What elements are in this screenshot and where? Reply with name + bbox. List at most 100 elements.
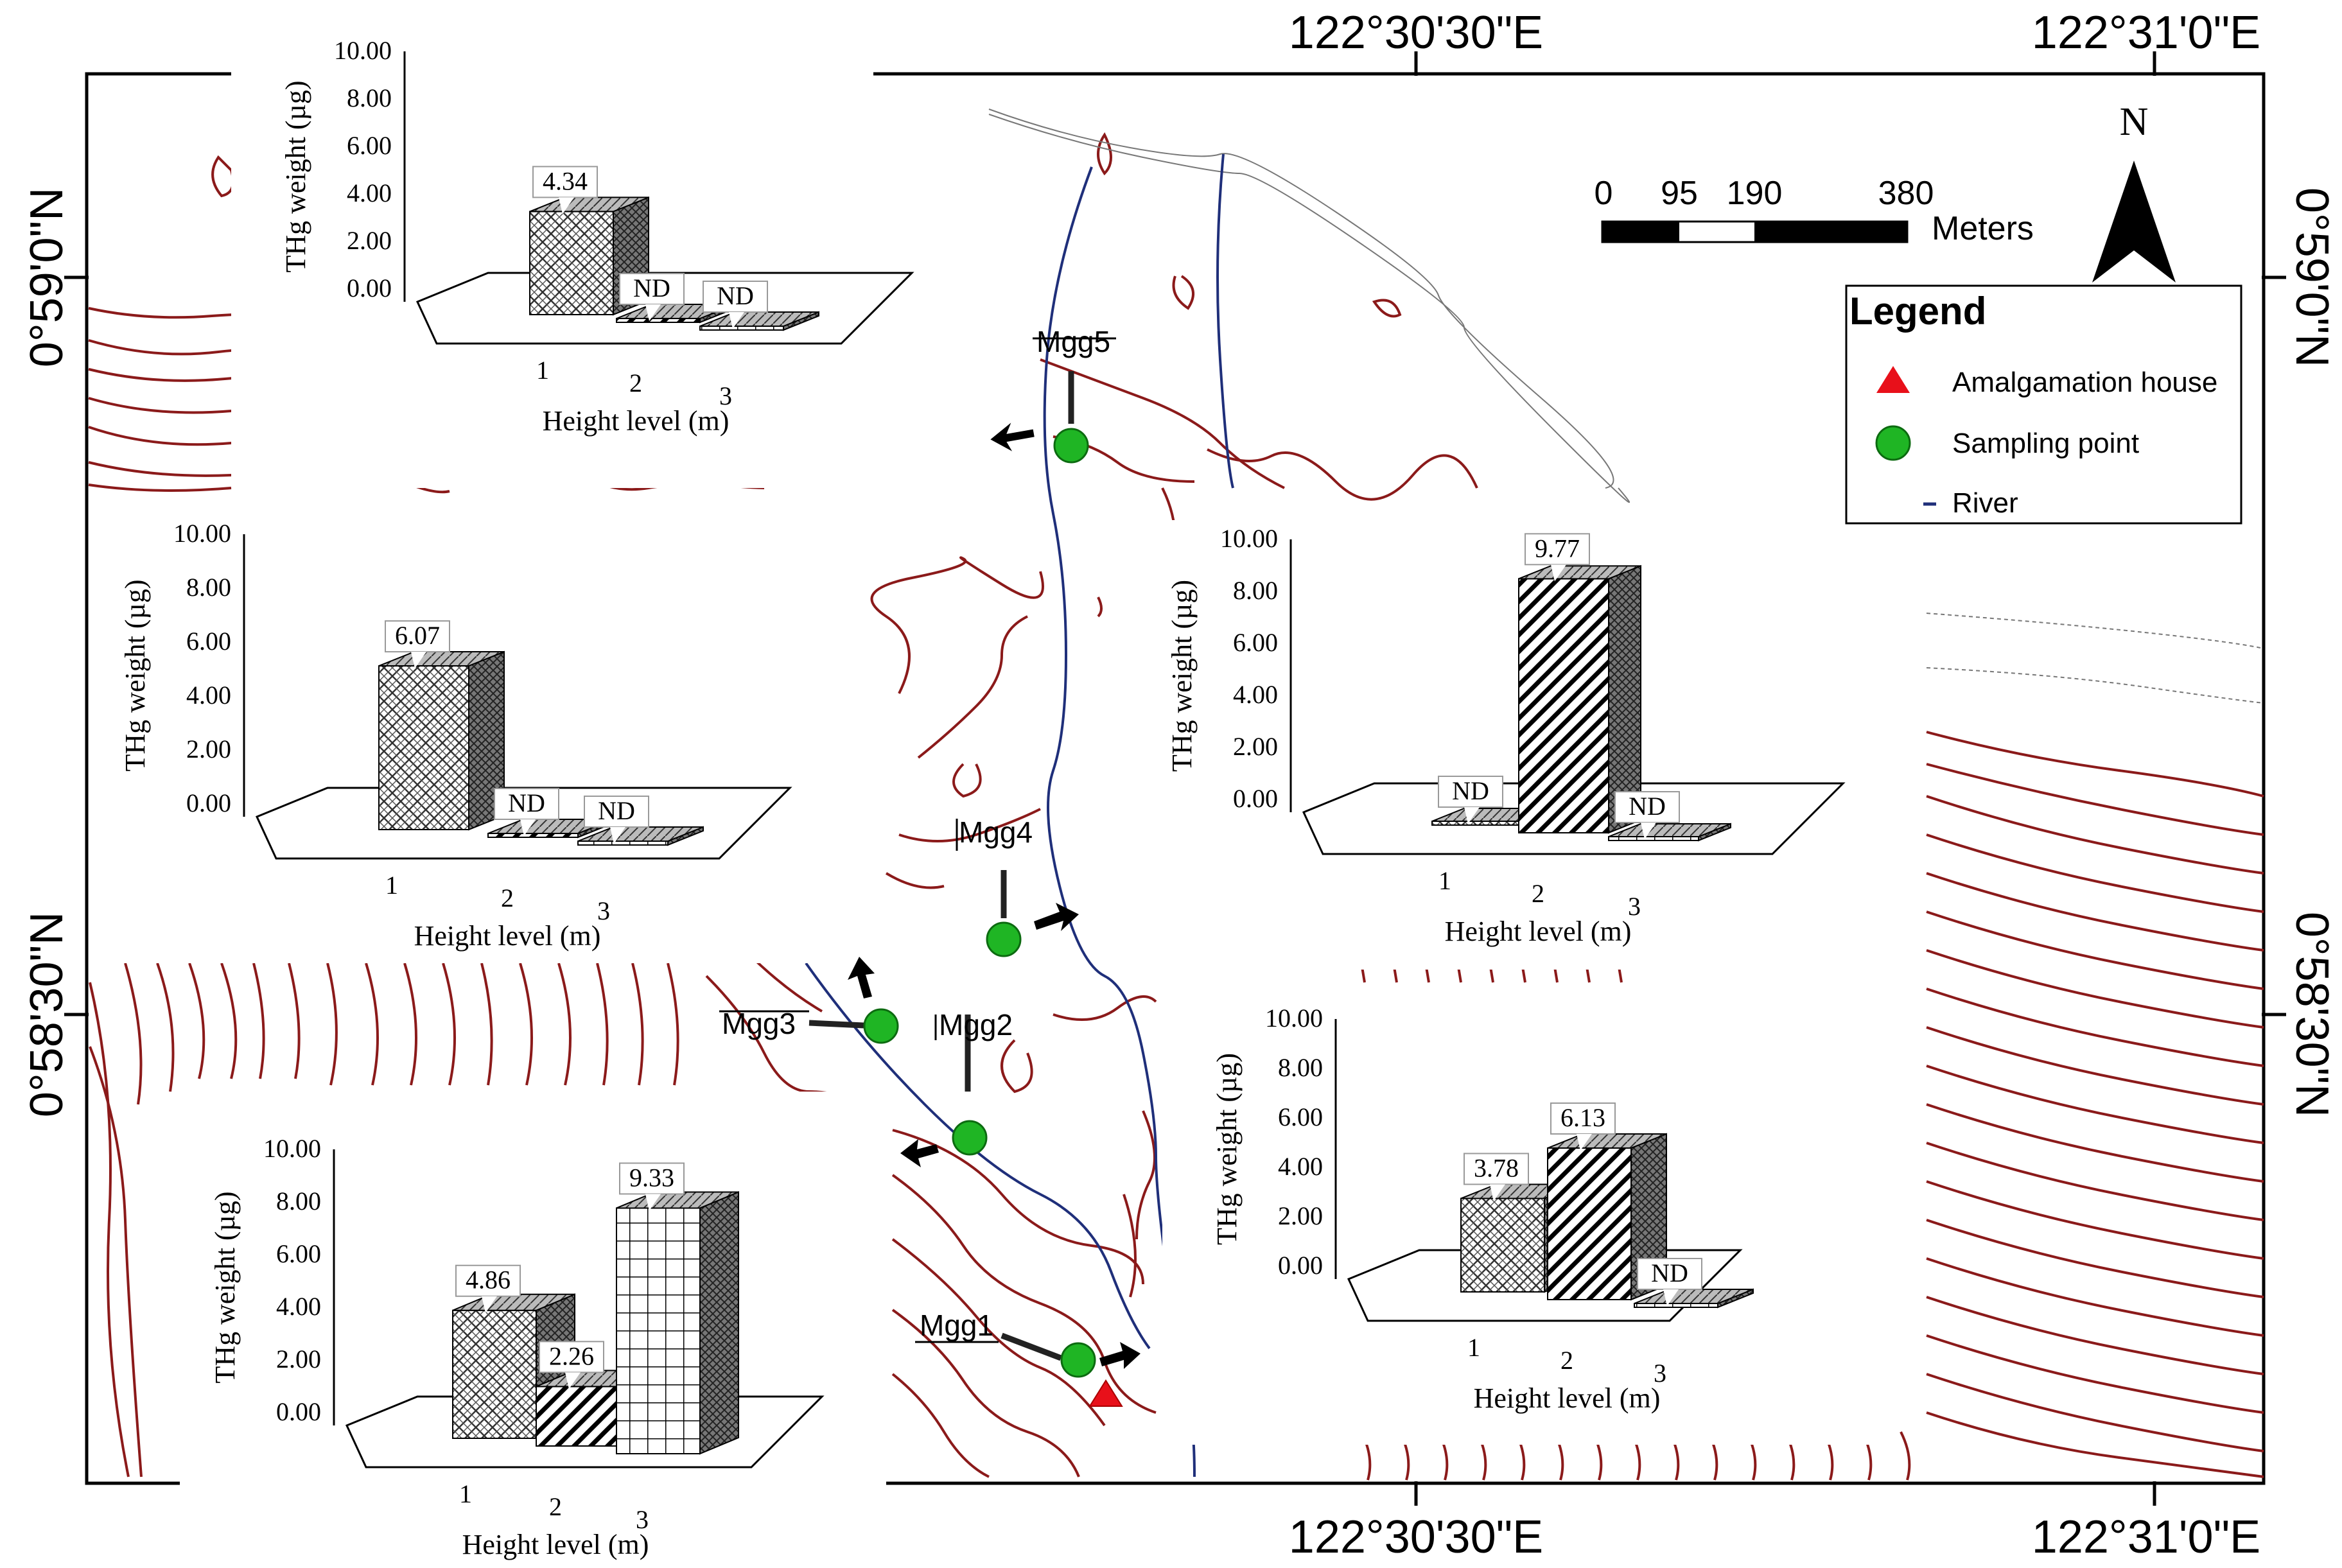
x-tick-label: 1 <box>536 356 549 385</box>
y-tick-label: 8.00 <box>1278 1053 1323 1082</box>
map-frame <box>85 72 2266 1485</box>
y-tick-label: 6.00 <box>186 627 231 656</box>
legend-circle-icon <box>1875 425 1911 461</box>
sampling-point-mgg1[interactable] <box>1060 1342 1096 1378</box>
x-tick-label: 3 <box>1654 1359 1666 1388</box>
y-tick-label: 2.00 <box>347 226 392 255</box>
sampling-markers: Mgg5 Mgg4 Mgg3 Mgg2 Mgg1 <box>719 325 1140 1407</box>
y-tick-label: 10.00 <box>263 1134 321 1163</box>
scale-bar: 0 95 190 380 Meters <box>1595 175 2034 247</box>
flow-arrow-icon <box>848 957 875 998</box>
north-label: N <box>2120 100 2149 144</box>
scale-tick-95: 95 <box>1661 175 1698 212</box>
x-axis-label: Height level (m) <box>462 1529 649 1560</box>
scale-tick-380: 380 <box>1878 175 1934 212</box>
y-tick-label: 2.00 <box>1233 732 1278 761</box>
chart-floor <box>415 272 914 345</box>
x-tick-label: 2 <box>629 369 642 397</box>
sampling-point-mgg4[interactable] <box>986 921 1022 957</box>
y-tick-label: 0.00 <box>1233 784 1278 813</box>
y-tick-label: 0.00 <box>347 274 392 302</box>
svg-text:ND: ND <box>1651 1259 1688 1287</box>
svg-text:3.78: 3.78 <box>1474 1153 1519 1182</box>
legend: Legend Amalgamation house Sampling point… <box>1845 284 2242 525</box>
data-label: ND <box>703 281 768 329</box>
bar <box>616 1190 739 1455</box>
y-tick-label: 6.00 <box>276 1239 321 1268</box>
data-label: 2.26 <box>539 1341 604 1389</box>
lat-label-right-1: 0°59'0"N <box>2286 187 2338 367</box>
y-tick-label: 2.00 <box>186 735 231 763</box>
label-mgg5: Mgg5 <box>1036 325 1110 358</box>
bar <box>1518 564 1641 834</box>
y-axis-label: THg weight (µg) <box>280 80 311 272</box>
y-tick-label: 8.00 <box>276 1187 321 1215</box>
legend-item-river: River <box>1952 487 2018 519</box>
legend-item-amalgamation: Amalgamation house <box>1952 367 2217 398</box>
legend-item-sampling: Sampling point <box>1952 428 2139 459</box>
data-label: 3.78 <box>1464 1153 1529 1201</box>
lat-label-left-2: 0°58'30"N <box>21 912 73 1117</box>
x-tick-label: 3 <box>1628 892 1641 921</box>
bar <box>1608 823 1731 842</box>
x-axis-label: Height level (m) <box>1474 1382 1661 1414</box>
label-mgg2: Mgg2 <box>939 1008 1013 1041</box>
chart-floor <box>345 1395 825 1468</box>
legend-triangle-icon <box>1876 366 1910 393</box>
svg-text:ND: ND <box>598 796 635 825</box>
lon-label-bottom-2: 122°31'0"E <box>2032 1511 2260 1563</box>
y-tick-label: 6.00 <box>1278 1102 1323 1131</box>
svg-text:4.86: 4.86 <box>466 1266 511 1294</box>
data-label: ND <box>1614 791 1680 839</box>
svg-text:ND: ND <box>508 788 545 817</box>
flow-arrow-icon <box>900 1139 939 1167</box>
lon-label-bottom-1: 122°30'30"E <box>1289 1511 1543 1563</box>
svg-text:ND: ND <box>633 274 670 302</box>
x-tick-label: 3 <box>636 1505 649 1534</box>
data-label: 9.33 <box>619 1162 685 1211</box>
data-label: 6.07 <box>385 620 450 669</box>
svg-text:4.34: 4.34 <box>543 166 588 195</box>
x-tick-label: 2 <box>1560 1346 1573 1375</box>
y-tick-label: 0.00 <box>1278 1251 1323 1280</box>
data-label: ND <box>619 273 685 321</box>
y-tick-label: 10.00 <box>1265 1004 1323 1032</box>
sampling-point-mgg2[interactable] <box>952 1120 988 1156</box>
x-tick-label: 1 <box>385 871 398 900</box>
y-tick-label: 4.00 <box>1278 1152 1323 1181</box>
data-label: ND <box>584 796 649 844</box>
bar <box>378 650 505 831</box>
lat-label-right-2: 0°58'30"N <box>2286 912 2338 1117</box>
amalgamation-house-icon[interactable] <box>1088 1379 1123 1407</box>
y-tick-label: 6.00 <box>1233 628 1278 657</box>
x-tick-label: 2 <box>501 884 514 912</box>
flow-arrow-icon <box>1099 1342 1140 1369</box>
flow-arrow-icon <box>1034 903 1079 931</box>
y-tick-label: 2.00 <box>1278 1201 1323 1230</box>
data-label: ND <box>494 788 559 836</box>
label-mgg4: Mgg4 <box>959 815 1033 849</box>
bar <box>577 826 704 846</box>
x-tick-label: 1 <box>1467 1333 1480 1362</box>
data-label: 9.77 <box>1525 533 1590 582</box>
lon-label-top-2: 122°31'0"E <box>2032 7 2260 58</box>
road-lines <box>988 109 2264 704</box>
y-tick-label: 4.00 <box>1233 680 1278 709</box>
y-tick-label: 8.00 <box>347 83 392 112</box>
svg-text:ND: ND <box>717 281 754 310</box>
x-tick-label: 3 <box>719 381 732 410</box>
svg-text:9.77: 9.77 <box>1535 534 1580 562</box>
sampling-point-mgg3[interactable] <box>863 1008 899 1044</box>
label-mgg3: Mgg3 <box>722 1007 796 1040</box>
y-tick-label: 8.00 <box>186 573 231 602</box>
bar <box>699 311 819 331</box>
x-axis-label: Height level (m) <box>1445 916 1632 947</box>
sampling-point-mgg5[interactable] <box>1053 428 1089 464</box>
x-tick-label: 2 <box>549 1492 562 1521</box>
x-tick-label: 3 <box>597 896 610 925</box>
y-tick-label: 2.00 <box>276 1345 321 1373</box>
